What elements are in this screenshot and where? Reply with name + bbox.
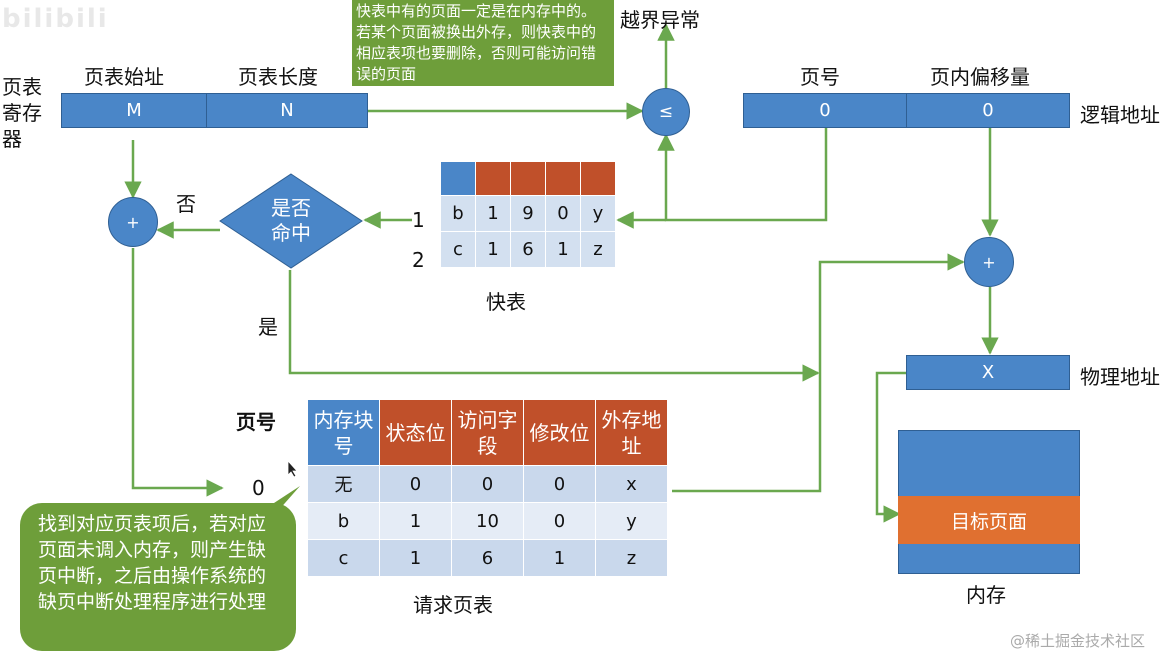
top-watermark: bilibili [2,4,109,34]
request-table-caption: 请求页表 [413,593,493,617]
request-table-cell: 1 [523,539,596,577]
compare-circle: ≤ [642,88,690,136]
request-table-row0-page: 0 [252,476,265,500]
page-table-register-label: 页表寄存器 [2,75,42,151]
tlb-header-row [440,161,616,196]
overflow-label: 越界异常 [620,8,700,32]
request-table-header-row: 内存块号 状态位 访问字段 修改位 外存地址 [307,399,668,466]
tlb-header-cell [510,161,546,196]
logical-address-label: 逻辑地址 [1080,103,1160,127]
decision-text: 是否命中 [271,196,311,245]
page-table-start-label: 页表始址 [84,65,164,89]
tlb-caption: 快表 [486,290,526,314]
request-table-page-no-label: 页号 [236,410,276,434]
request-table-cell: c [307,539,380,577]
request-table-cell: 6 [451,539,524,577]
target-page: 目标页面 [898,496,1080,544]
tlb-row-index-2: 2 [412,248,425,272]
request-table-row: c 1 6 1 z [307,539,668,577]
request-table-cell: z [595,539,668,577]
request-table-cell: 0 [451,465,524,503]
arrow-table-to-adder [672,253,965,493]
request-table-cell: x [595,465,668,503]
tlb-header-cell [580,161,616,196]
physical-address-label: 物理地址 [1080,365,1160,389]
decision-no-label: 否 [176,192,196,216]
adder-right: + [964,237,1014,287]
logical-page-no-cell: 0 [743,93,907,128]
logical-page-no-label: 页号 [800,65,840,89]
request-table-row: 无 0 0 0 x [307,465,668,503]
request-table-header: 内存块号 [307,399,380,466]
page-table-length-cell: N [206,93,368,128]
request-table-row: b 1 10 0 y [307,502,668,540]
arrow-hit-to-physical [288,270,820,382]
request-table-cell: 0 [523,502,596,540]
request-table-cell: 无 [307,465,380,503]
request-table-header: 外存地址 [595,399,668,466]
request-table-cell: 0 [379,465,452,503]
request-table-header: 修改位 [523,399,596,466]
request-table-cell: 10 [451,502,524,540]
adder-left: + [108,197,158,247]
tlb-cell: 1 [545,231,581,268]
tlb-header-cell [545,161,581,196]
request-table-cell: b [307,502,380,540]
tlb-note: 快表中有的页面一定是在内存中的。若某个页面被换出外存，则快表中的相应表项也要删除… [352,0,614,86]
tlb-cell: 0 [545,195,581,232]
decision-diamond [219,173,363,269]
tlb-cell: 9 [510,195,546,232]
tlb-cell: 1 [475,231,511,268]
tlb-row-index-1: 1 [412,208,425,232]
request-table-cell: 1 [379,502,452,540]
footer-watermark: @稀土掘金技术社区 [1010,632,1146,650]
request-page-table: 内存块号 状态位 访问字段 修改位 外存地址 无 0 0 0 x b 1 10 … [307,399,668,577]
request-table-header: 状态位 [379,399,452,466]
page-table-start-cell: M [61,93,207,128]
arrow-physical-to-memory [875,371,906,523]
arrow-adder-to-table [131,248,224,497]
tlb-header-cell [475,161,511,196]
mouse-cursor-icon [287,460,298,478]
logical-offset-label: 页内偏移量 [930,65,1030,89]
tlb-row: b 1 9 0 y [440,195,616,232]
logical-offset-cell: 0 [906,93,1070,128]
tlb-header-cell [440,161,476,196]
request-table-header: 访问字段 [451,399,524,466]
tlb-cell: 1 [475,195,511,232]
tlb-cell: z [580,231,616,268]
request-table-cell: 1 [379,539,452,577]
arrow-pageno-to-compare [657,128,828,222]
tlb-cell: 6 [510,231,546,268]
physical-address-cell: X [906,355,1070,390]
decision-yes-label: 是 [258,315,278,339]
tlb-row: c 1 6 1 z [440,231,616,268]
request-table-cell: y [595,502,668,540]
page-table-length-label: 页表长度 [238,65,318,89]
tlb-table: b 1 9 0 y c 1 6 1 z [440,161,616,268]
memory-caption: 内存 [966,583,1006,607]
tlb-cell: b [440,195,476,232]
fault-note: 找到对应页表项后，若对应页面未调入内存，则产生缺页中断，之后由操作系统的缺页中断… [20,503,296,651]
request-table-cell: 0 [523,465,596,503]
tlb-cell: y [580,195,616,232]
tlb-cell: c [440,231,476,268]
